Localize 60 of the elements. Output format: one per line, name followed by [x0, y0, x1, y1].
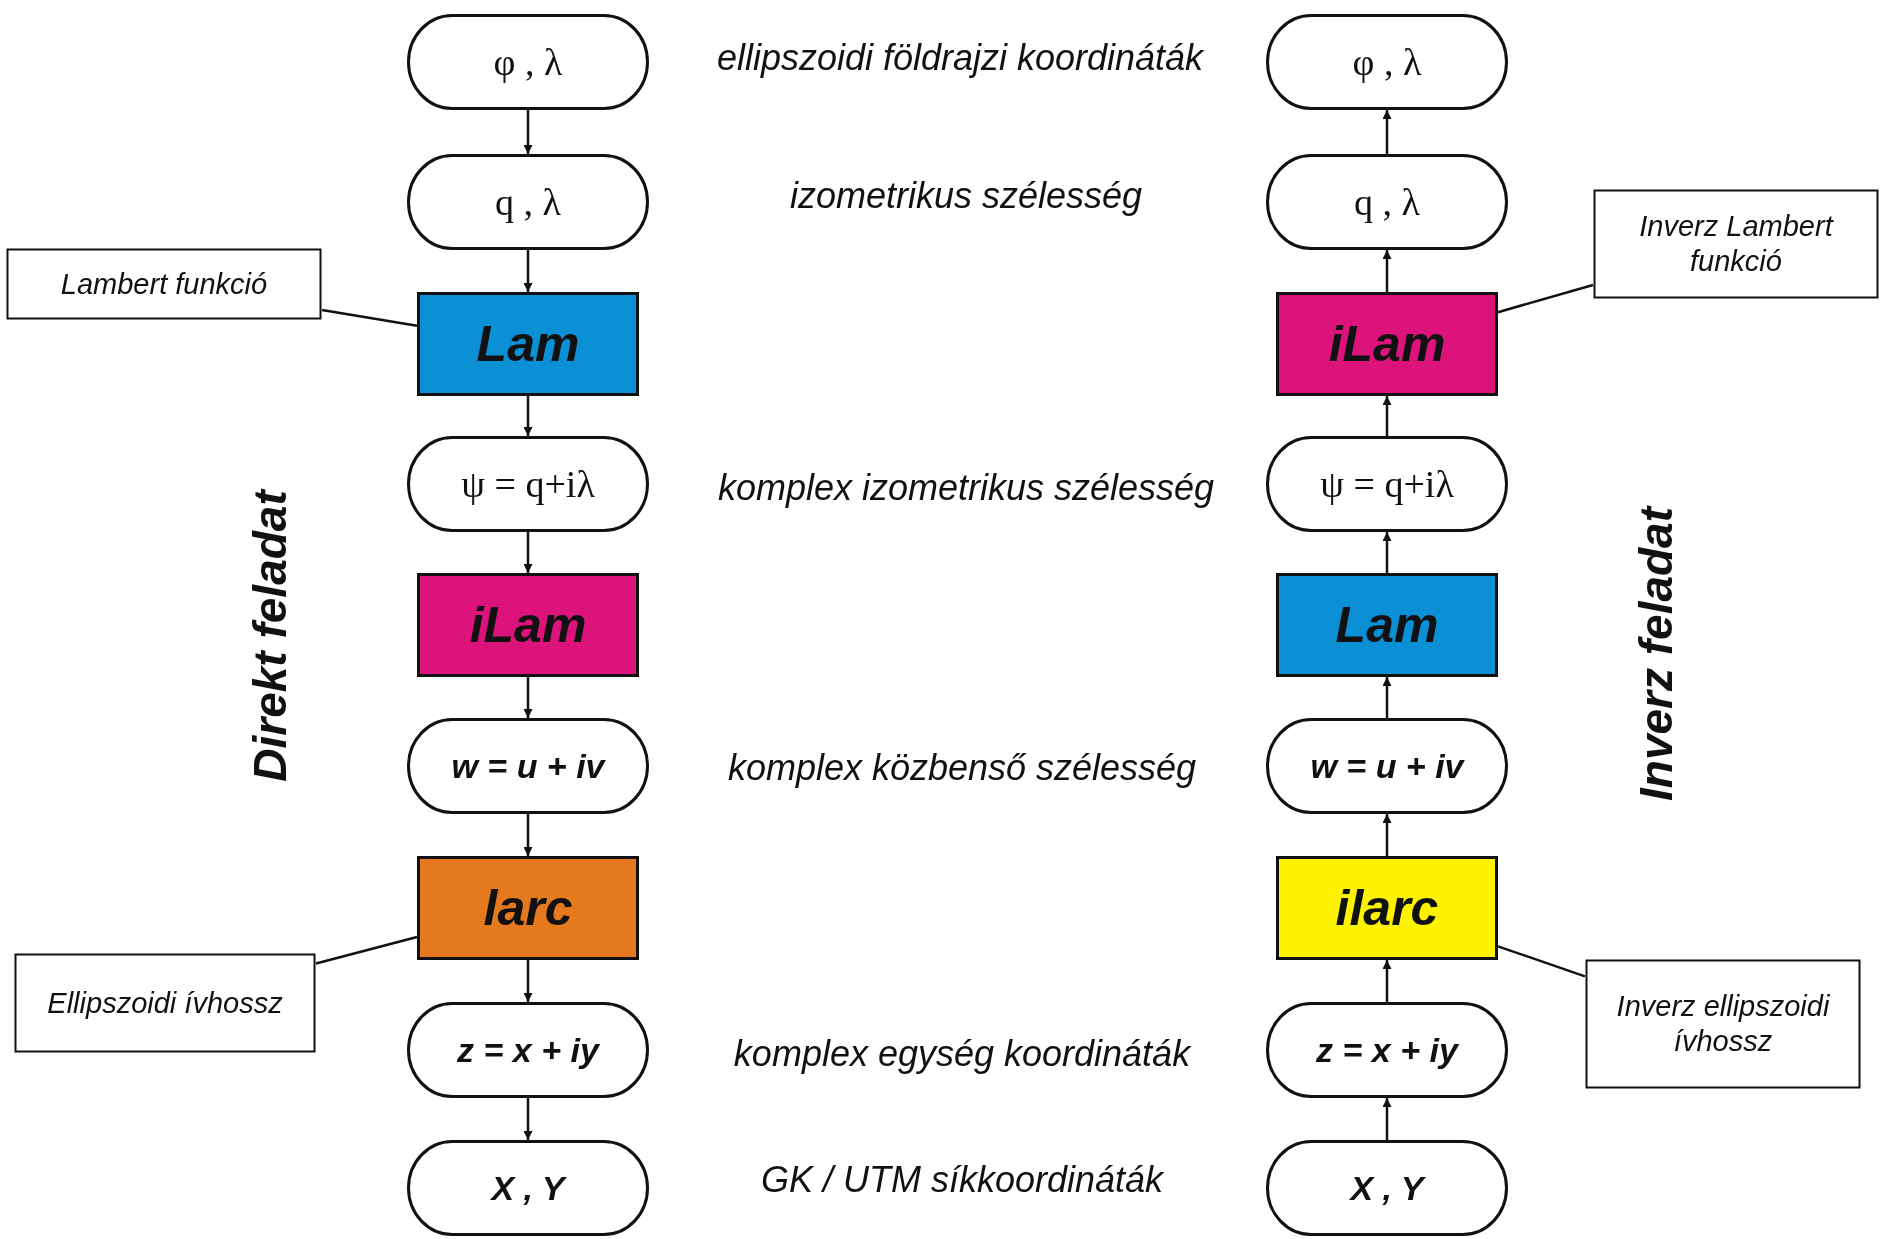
callout-text: Lambert funkció	[59, 266, 269, 302]
node-label: z = x + iy	[1316, 1030, 1458, 1070]
row-description: komplex egység koordináták	[733, 1033, 1191, 1075]
arrow	[523, 110, 533, 154]
function-label: Lam	[476, 315, 580, 373]
callout-text: Inverz Lambert funkció	[1638, 209, 1835, 279]
leader-line	[1497, 945, 1586, 978]
arrow	[523, 1098, 533, 1140]
function-box	[1276, 292, 1498, 396]
row-description: ellipszoidi földrajzi koordináták	[716, 37, 1204, 79]
arrow	[523, 814, 533, 856]
arrow	[1382, 814, 1392, 856]
node-label: q , λ	[1354, 180, 1420, 224]
arrow	[1382, 532, 1392, 573]
function-box	[1276, 856, 1498, 960]
node-label: X , Y	[1350, 1168, 1424, 1208]
node-label: φ , λ	[493, 40, 563, 84]
node-label: w = u + iv	[451, 746, 605, 786]
function-label: iLam	[1328, 315, 1446, 373]
row-description: GK / UTM síkkoordináták	[760, 1159, 1164, 1201]
arrow	[1382, 110, 1392, 154]
callout-box	[6, 248, 322, 320]
row-description: izometrikus szélesség	[789, 175, 1143, 217]
node-label: q , λ	[495, 180, 561, 224]
leader-line	[1497, 283, 1594, 314]
function-label: iLam	[469, 596, 587, 654]
arrow	[523, 960, 533, 1002]
row-description: komplex közbenső szélesség	[727, 747, 1197, 789]
function-label: larc	[483, 879, 573, 937]
leader-line	[321, 308, 418, 327]
side-heading: Direkt feladat	[243, 490, 297, 782]
callout-text: Ellipszoidi ívhossz	[46, 985, 284, 1021]
arrow	[523, 532, 533, 573]
arrow	[523, 250, 533, 292]
node-label: z = x + iy	[457, 1030, 599, 1070]
side-heading: Inverz feladat	[1629, 507, 1683, 801]
arrow	[1382, 396, 1392, 436]
row-description: komplex izometrikus szélesség	[717, 467, 1215, 509]
function-box	[417, 292, 639, 396]
arrow	[1382, 677, 1392, 718]
callout-box	[1585, 959, 1861, 1089]
arrow	[1382, 960, 1392, 1002]
function-box	[417, 573, 639, 677]
arrow	[523, 396, 533, 436]
node-label: ψ = q+iλ	[1320, 462, 1454, 506]
function-label: Lam	[1335, 596, 1439, 654]
callout-box	[1593, 189, 1879, 299]
callout-box	[14, 953, 316, 1053]
leader-line	[315, 935, 418, 965]
node-label: φ , λ	[1352, 40, 1422, 84]
arrow	[1382, 1098, 1392, 1140]
function-box	[417, 856, 639, 960]
arrow	[1382, 250, 1392, 292]
node-label: w = u + iv	[1310, 746, 1464, 786]
callout-text: Inverz ellipszoidi ívhossz	[1615, 989, 1831, 1059]
function-label: ilarc	[1335, 879, 1439, 937]
node-label: ψ = q+iλ	[461, 462, 595, 506]
function-box	[1276, 573, 1498, 677]
arrow	[523, 677, 533, 718]
node-label: X , Y	[491, 1168, 565, 1208]
